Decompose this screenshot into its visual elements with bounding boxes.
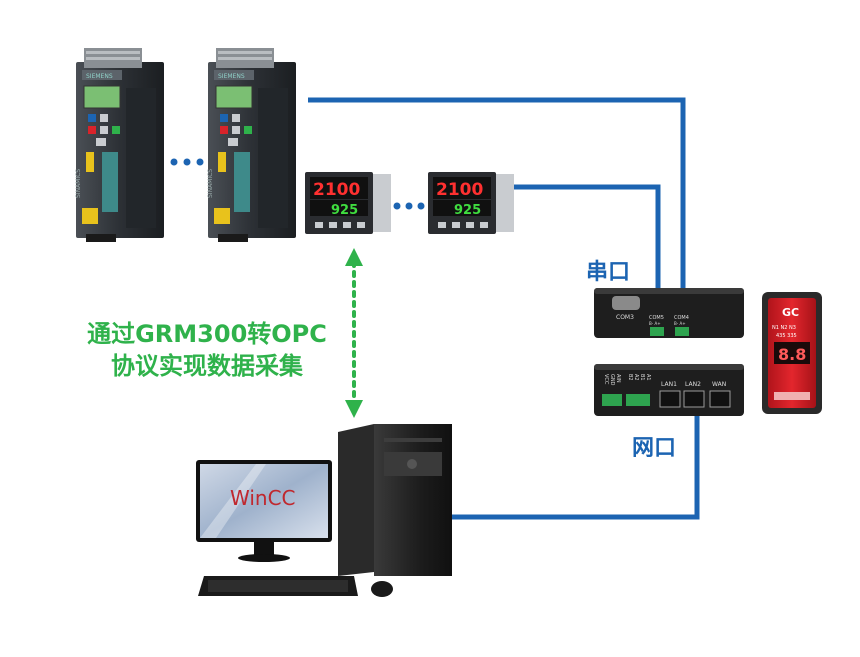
gateway-pin-a1: A1 <box>645 374 651 381</box>
inverter-1: SIEMENS SINAMICS <box>75 48 164 242</box>
gateway-network-face: VCC GND AIN B2 A2 B1 A1 LAN1 LAN2 WAN <box>594 364 744 416</box>
inverter-2-series: SINAMICS <box>207 169 214 198</box>
wire-gateway-to-pc <box>425 416 700 520</box>
wire-controller-to-gateway <box>514 184 661 290</box>
pc-tower <box>338 424 452 576</box>
gateway-pin-b1: B1 <box>639 374 645 381</box>
temp-controller-2: 2100 925 <box>428 172 514 234</box>
network-port-label: 网口 <box>632 436 677 461</box>
diagram-caption: 通过GRM300转OPC 协议实现数据采集 <box>62 318 352 382</box>
inverter-2: SIEMENS SINAMICS <box>207 48 296 242</box>
module-led-row2: 435 335 <box>776 333 797 339</box>
gateway-pin-vcc: VCC <box>603 374 609 385</box>
keyboard <box>198 576 358 596</box>
controller-1-pv: 2100 <box>313 180 360 200</box>
module-led-row1: N1 N2 N3 <box>772 325 796 331</box>
gateway-com4-pins: B- A+ <box>674 321 686 326</box>
gateway-pin-b2: B2 <box>627 374 633 381</box>
red-module: GC N1 N2 N3 435 335 8.8 <box>762 292 822 414</box>
gateway-pin-ain: AIN <box>615 374 621 383</box>
caption-line-1: 通过GRM300转OPC <box>87 320 327 348</box>
controller-1-sv: 925 <box>331 203 358 218</box>
wire-inverter-to-gateway <box>308 97 686 290</box>
controller-2-pv: 2100 <box>436 180 483 200</box>
module-display: 8.8 <box>778 345 806 364</box>
gateway-serial-face: COM3 COM5 B- A+ COM4 B- A+ <box>594 288 744 338</box>
inverter-1-brand: SIEMENS <box>86 73 113 80</box>
pc-monitor: WinCC <box>196 460 332 562</box>
gateway-wan-label: WAN <box>712 381 726 388</box>
gateway-com5-label: COM5 <box>649 315 664 321</box>
inverter-1-series: SINAMICS <box>75 169 82 198</box>
serial-port-label: 串口 <box>586 260 631 285</box>
dots-between-controllers <box>393 202 425 210</box>
module-logo: GC <box>782 306 799 319</box>
controller-2-sv: 925 <box>454 203 481 218</box>
caption-line-2: 协议实现数据采集 <box>111 352 303 380</box>
temp-controller-1: 2100 925 <box>305 172 391 234</box>
gateway-com5-pins: B- A+ <box>649 321 661 326</box>
mouse <box>371 581 393 597</box>
monitor-software-name: WinCC <box>230 486 296 510</box>
gateway-com4-label: COM4 <box>674 315 689 321</box>
gateway-pin-gnd: GND <box>609 374 615 386</box>
dots-between-inverters <box>170 158 204 166</box>
gateway-com3-label: COM3 <box>616 314 634 321</box>
gateway-pin-a2: A2 <box>633 374 639 381</box>
gateway-lan1-label: LAN1 <box>661 381 677 388</box>
dotted-link-vertical <box>345 248 363 418</box>
gateway-lan2-label: LAN2 <box>685 381 701 388</box>
inverter-2-brand: SIEMENS <box>218 73 245 80</box>
